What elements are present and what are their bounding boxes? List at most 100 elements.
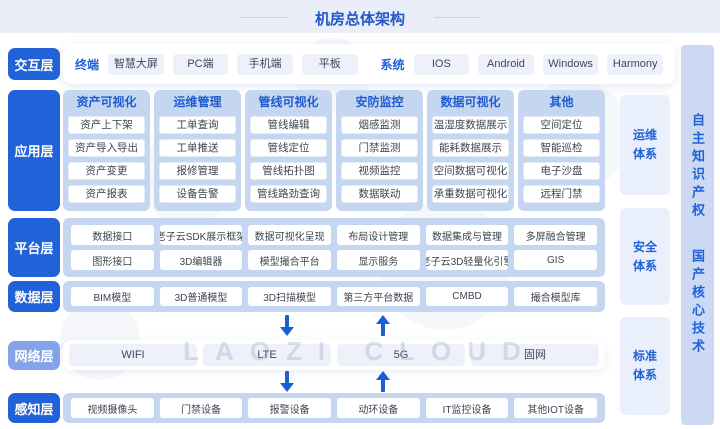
right-banner: 自主知识产权 国产核心技术 bbox=[681, 45, 714, 425]
layer-label-application: 应用层 bbox=[8, 90, 60, 211]
layer-label-interaction: 交互层 bbox=[8, 48, 60, 80]
interaction-panel: 终端智慧大屏 PC端手机端平板 系统 IOS Android Windows Harmony bbox=[63, 44, 675, 84]
platform-item: 老子云3D轻量化引擎 bbox=[425, 250, 509, 270]
app-column-header: 安防监控 bbox=[355, 95, 404, 109]
arrow-down-icon bbox=[278, 315, 296, 336]
app-column: 管线可视化管线编辑管线定位管线拓扑图管线路劲查询 bbox=[245, 90, 332, 211]
data-layer-item: 3D普通模型 bbox=[159, 287, 243, 306]
app-item: 资产导入导出 bbox=[68, 139, 145, 157]
perception-item: 其他IOT设备 bbox=[514, 398, 597, 418]
system-box-security: 安全体系 bbox=[620, 208, 670, 305]
platform-panel: 数据接口老子云SDK展示框架数据可视化呈现布局设计管理数据集成与管理多屏融合管理… bbox=[63, 218, 605, 277]
app-column: 安防监控烟感监测门禁监测视频监控数据联动 bbox=[336, 90, 423, 211]
app-item: 管线编辑 bbox=[250, 116, 327, 134]
app-item: 空间数据可视化 bbox=[432, 162, 509, 180]
app-item: 能耗数据展示 bbox=[432, 139, 509, 157]
app-column: 运维管理工单查询工单推送报修管理设备告警 bbox=[154, 90, 241, 211]
platform-item: 图形接口 bbox=[71, 250, 154, 270]
app-item: 电子沙盘 bbox=[523, 162, 600, 180]
app-item: 远程门禁 bbox=[523, 185, 600, 203]
app-column: 资产可视化资产上下架资产导入导出资产变更资产报表 bbox=[63, 90, 150, 211]
network-item: 固网 bbox=[471, 344, 599, 366]
app-column-header: 数据可视化 bbox=[440, 95, 501, 109]
interaction-group-label: 终端 bbox=[75, 57, 100, 72]
interaction-item: 智慧大屏 bbox=[108, 53, 164, 75]
data-layer-item: 撮合模型库 bbox=[514, 287, 597, 306]
title-divider-right bbox=[434, 17, 480, 18]
app-item: 烟感监测 bbox=[341, 116, 418, 134]
interaction-item: Windows bbox=[542, 53, 599, 75]
app-item: 资产报表 bbox=[68, 185, 145, 203]
app-column: 其他空间定位智能巡检电子沙盘远程门禁 bbox=[518, 90, 605, 211]
app-item: 管线定位 bbox=[250, 139, 327, 157]
platform-item: 老子云SDK展示框架 bbox=[159, 225, 243, 245]
system-box-standards: 标准体系 bbox=[620, 317, 670, 415]
platform-item: 多屏融合管理 bbox=[514, 225, 597, 245]
banner-text-tech: 国产核心技术 bbox=[690, 249, 705, 357]
app-item: 门禁监测 bbox=[341, 139, 418, 157]
app-item: 工单推送 bbox=[159, 139, 236, 157]
app-column: 数据可视化温湿度数据展示能耗数据展示空间数据可视化承重数据可视化 bbox=[427, 90, 514, 211]
data-layer-item: 第三方平台数据 bbox=[336, 287, 420, 306]
platform-item: 模型撮合平台 bbox=[248, 250, 331, 270]
app-item: 智能巡检 bbox=[523, 139, 600, 157]
title-divider-left bbox=[241, 17, 287, 18]
app-item: 设备告警 bbox=[159, 185, 236, 203]
data-layer-item: CMBD bbox=[425, 287, 509, 306]
platform-item: 数据集成与管理 bbox=[425, 225, 509, 245]
app-column-header: 资产可视化 bbox=[76, 95, 137, 109]
application-section: 资产可视化资产上下架资产导入导出资产变更资产报表运维管理工单查询工单推送报修管理… bbox=[63, 90, 605, 211]
interaction-item: 手机端 bbox=[237, 53, 293, 75]
platform-item: 数据可视化呈现 bbox=[248, 225, 331, 245]
perception-item: 门禁设备 bbox=[159, 398, 243, 418]
page-title: 机房总体架构 bbox=[314, 11, 405, 28]
platform-item: 数据接口 bbox=[71, 225, 154, 245]
perception-item: 报警设备 bbox=[248, 398, 331, 418]
network-item: 5G bbox=[337, 344, 465, 366]
interaction-item: PC端 bbox=[172, 53, 229, 75]
data-layer-item: BIM模型 bbox=[71, 287, 154, 306]
system-box-label: 运维体系 bbox=[633, 128, 658, 161]
interaction-group-label: 系统 bbox=[380, 57, 405, 72]
platform-item: 布局设计管理 bbox=[336, 225, 420, 245]
system-box-operations: 运维体系 bbox=[620, 95, 670, 195]
network-panel: WIFI LTE 5G 固网 bbox=[63, 340, 605, 370]
platform-item: GIS bbox=[514, 250, 597, 270]
arrow-up-icon bbox=[374, 315, 392, 336]
interaction-item: 平板 bbox=[301, 53, 358, 75]
app-item: 管线拓扑图 bbox=[250, 162, 327, 180]
app-column-header: 其他 bbox=[549, 95, 574, 109]
network-item: WIFI bbox=[69, 344, 197, 366]
layer-label-data: 数据层 bbox=[8, 281, 60, 312]
layer-label-network: 网络层 bbox=[8, 341, 60, 370]
platform-item: 显示服务 bbox=[336, 250, 420, 270]
platform-item: 3D编辑器 bbox=[159, 250, 243, 270]
arrow-down-icon bbox=[278, 371, 296, 392]
interaction-item: IOS bbox=[413, 53, 470, 75]
network-item: LTE bbox=[203, 344, 331, 366]
app-item: 温湿度数据展示 bbox=[432, 116, 509, 134]
arrow-up-icon bbox=[374, 371, 392, 392]
app-item: 承重数据可视化 bbox=[432, 185, 509, 203]
perception-item: 视频摄像头 bbox=[71, 398, 154, 418]
app-item: 资产变更 bbox=[68, 162, 145, 180]
app-item: 工单查询 bbox=[159, 116, 236, 134]
app-item: 视频监控 bbox=[341, 162, 418, 180]
perception-item: 动环设备 bbox=[336, 398, 420, 418]
banner-text-ip: 自主知识产权 bbox=[690, 113, 705, 221]
system-box-label: 标准体系 bbox=[633, 349, 658, 382]
header-band bbox=[0, 0, 720, 33]
layer-label-platform: 平台层 bbox=[8, 218, 60, 277]
app-item: 资产上下架 bbox=[68, 116, 145, 134]
layer-label-perception: 感知层 bbox=[8, 393, 60, 423]
interaction-item: Harmony bbox=[607, 53, 664, 75]
app-item: 数据联动 bbox=[341, 185, 418, 203]
interaction-item: Android bbox=[478, 53, 534, 75]
app-item: 空间定位 bbox=[523, 116, 600, 134]
system-box-label: 安全体系 bbox=[633, 239, 658, 273]
app-column-header: 运维管理 bbox=[173, 95, 222, 109]
app-item: 管线路劲查询 bbox=[250, 185, 327, 203]
perception-item: IT监控设备 bbox=[425, 398, 509, 418]
